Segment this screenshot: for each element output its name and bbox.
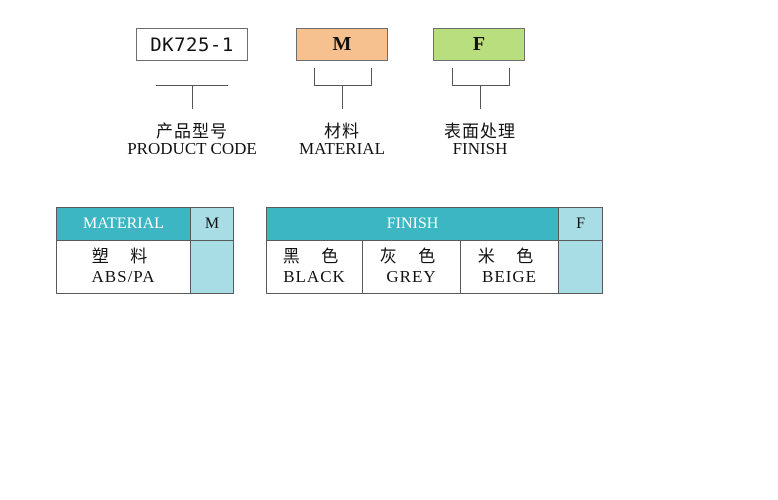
material-bracket-left — [314, 68, 315, 86]
material-label-cn: 材料 — [324, 122, 360, 142]
finish-option-cn: 黑 色 — [282, 247, 347, 267]
material-bracket-bottom — [314, 85, 372, 86]
material-option-en: ABS/PA — [91, 267, 156, 286]
finish-option-grey: 灰 色 GREY — [362, 240, 461, 294]
finish-option-en: BLACK — [283, 267, 346, 286]
material-connector-vertical — [342, 85, 343, 109]
finish-code-text: F — [472, 33, 486, 55]
material-table: MATERIAL M 塑 料 ABS/PA — [56, 207, 234, 294]
finish-table: FINISH F 黑 色 BLACK 灰 色 GREY 米 色 BEIGE — [265, 207, 604, 294]
material-code-cell — [190, 240, 234, 294]
material-label-en: MATERIAL — [299, 139, 385, 158]
product-code-text: DK725-1 — [150, 33, 234, 56]
finish-option-en: GREY — [386, 267, 437, 286]
material-table-code-header: M — [190, 207, 234, 241]
material-code-box: M — [296, 28, 388, 61]
product-label-cn: 产品型号 — [156, 122, 228, 142]
material-code-text: M — [332, 33, 352, 55]
finish-option-beige: 米 色 BEIGE — [459, 240, 560, 294]
finish-option-cn: 米 色 — [477, 247, 542, 267]
finish-table-header: FINISH — [265, 207, 560, 241]
finish-option-black: 黑 色 BLACK — [266, 240, 363, 294]
finish-bracket-right — [509, 68, 510, 86]
finish-label-en: FINISH — [452, 139, 508, 158]
product-connector-vertical — [192, 85, 193, 109]
finish-option-cn: 灰 色 — [379, 247, 444, 267]
product-code-box: DK725-1 — [136, 28, 248, 61]
material-option-cn: 塑 料 — [91, 247, 156, 267]
finish-bracket-bottom — [452, 85, 510, 86]
finish-connector-vertical — [480, 85, 481, 109]
finish-code-cell — [558, 240, 604, 294]
finish-table-code-header: F — [558, 207, 604, 241]
finish-bracket-left — [452, 68, 453, 86]
material-bracket-right — [371, 68, 372, 86]
finish-option-en: BEIGE — [481, 267, 538, 286]
material-option-plastic: 塑 料 ABS/PA — [56, 240, 191, 294]
product-label-en: PRODUCT CODE — [127, 139, 257, 158]
finish-code-box: F — [433, 28, 525, 61]
finish-label-cn: 表面处理 — [444, 122, 516, 142]
material-table-header: MATERIAL — [56, 207, 191, 241]
